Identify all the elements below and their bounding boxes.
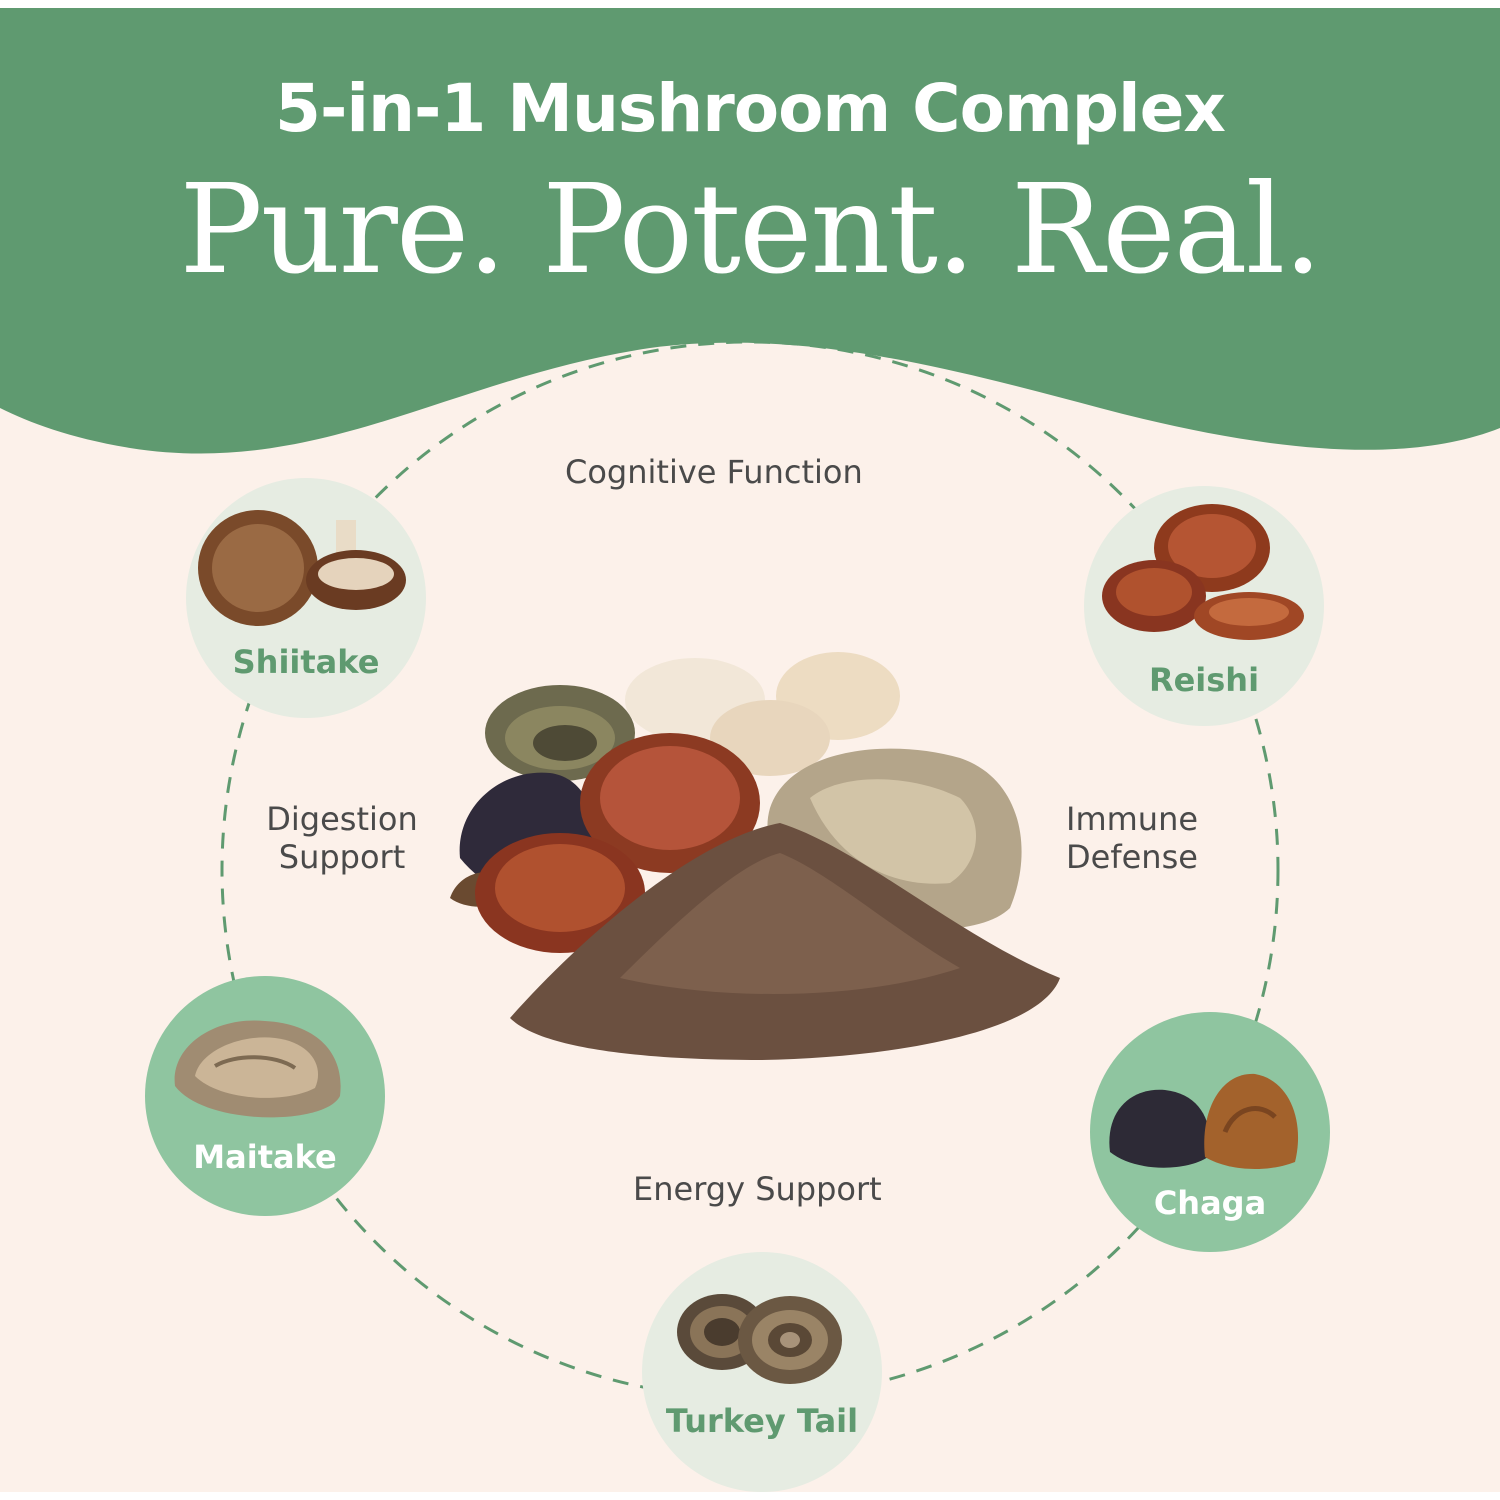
benefit-immune-line1: Immune <box>1066 800 1199 838</box>
shiitake-label: Shiitake <box>232 643 380 681</box>
header-wave <box>0 8 1500 454</box>
chaga-label: Chaga <box>1153 1184 1267 1222</box>
benefit-digestion-line2: Support <box>278 838 406 876</box>
infographic: 5-in-1 Mushroom Complex Pure. Potent. Re… <box>0 8 1500 1492</box>
benefit-energy-support-label: Energy Support <box>633 1170 882 1208</box>
benefit-digestion-line1: Digestion <box>266 800 418 838</box>
mushroom-powder-pile-image <box>450 652 1060 1060</box>
background-art <box>0 8 1500 1400</box>
badge-maitake: Maitake <box>145 976 385 1216</box>
badge-chaga: Chaga <box>1090 1012 1330 1252</box>
benefit-digestion-support: Digestion Support <box>262 800 422 876</box>
chaga-image <box>1109 1073 1299 1169</box>
benefit-immune-defense: Immune Defense <box>1066 800 1198 876</box>
benefit-energy-support: Energy Support <box>633 1170 882 1208</box>
benefit-cognitive-function-label: Cognitive Function <box>565 453 863 491</box>
turkey-tail-image <box>677 1294 842 1384</box>
reishi-label: Reishi <box>1148 661 1260 699</box>
turkey-tail-label: Turkey Tail <box>665 1402 859 1440</box>
maitake-label: Maitake <box>193 1138 337 1176</box>
shiitake-image <box>198 510 406 626</box>
maitake-image <box>174 1020 341 1118</box>
reishi-image <box>1102 504 1304 640</box>
badge-reishi: Reishi <box>1084 486 1324 726</box>
dashed-ring <box>220 340 1280 1400</box>
badge-shiitake: Shiitake <box>186 478 426 718</box>
benefit-immune-line2: Defense <box>1066 838 1198 876</box>
benefit-cognitive-function: Cognitive Function <box>565 453 863 491</box>
badge-turkey-tail: Turkey Tail <box>642 1252 882 1492</box>
headline: 5-in-1 Mushroom Complex <box>275 70 1226 147</box>
tagline: Pure. Potent. Real. <box>179 158 1322 302</box>
